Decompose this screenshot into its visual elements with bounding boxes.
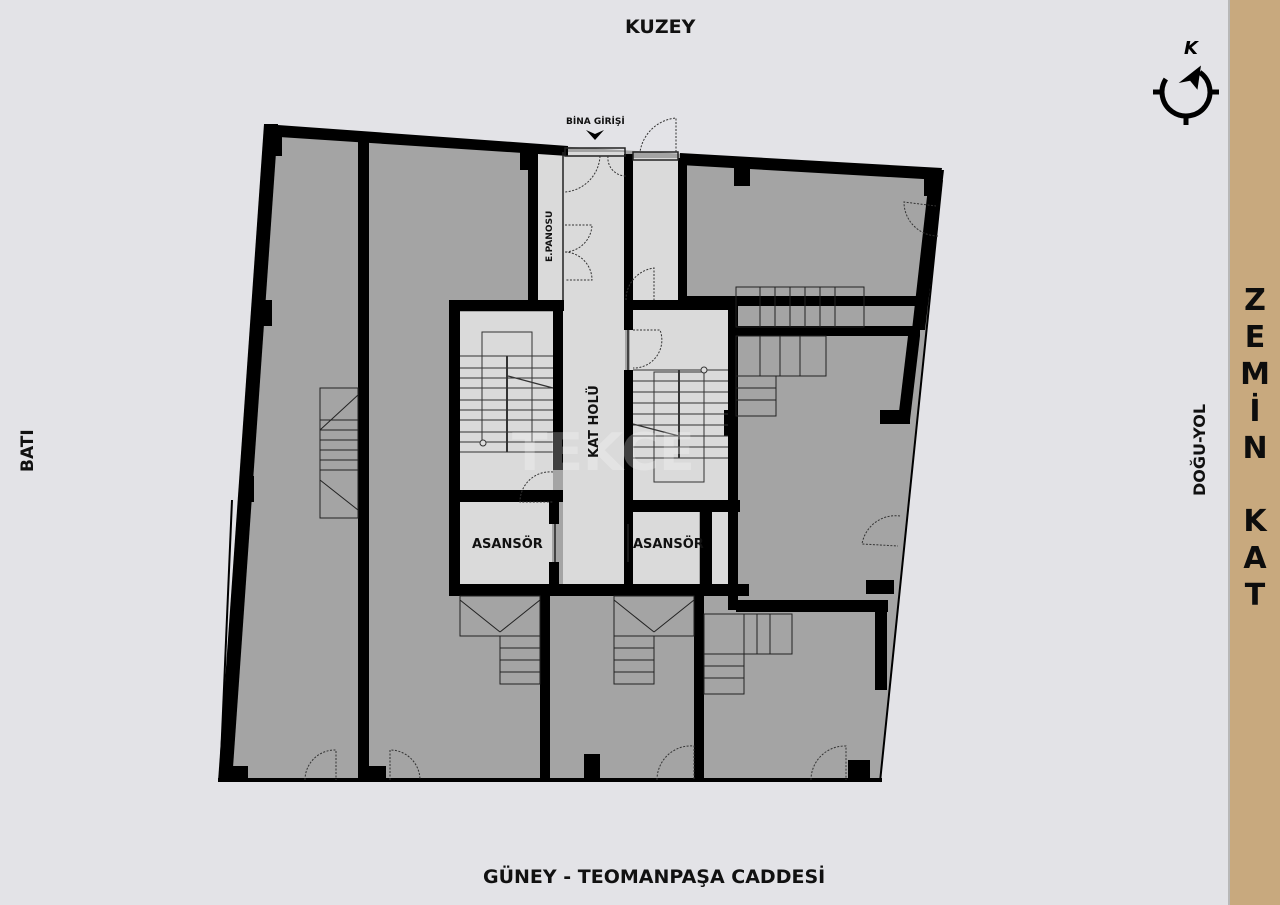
- elevator-left-label: ASANSÖR: [472, 536, 543, 552]
- entrance-label: BİNA GİRİŞİ: [566, 116, 625, 127]
- floor-title: Z E M İ N K A T: [1230, 282, 1280, 614]
- elevator-right-label: ASANSÖR: [633, 536, 704, 552]
- floor-title-sidebar: Z E M İ N K A T: [1228, 0, 1280, 905]
- compass-north-icon: [1153, 65, 1219, 125]
- floor-title-letter: N: [1242, 431, 1268, 466]
- floor-plan: TEKCE K BİNA GİRİŞİ E.PANOSU KAT HOLÜ AS…: [218, 38, 1219, 783]
- floor-title-letter: T: [1244, 578, 1266, 613]
- thin-lines: [554, 147, 679, 562]
- south-label: GÜNEY - TEOMANPAŞA CADDESİ: [483, 866, 826, 888]
- floor-title-letter: Z: [1244, 283, 1266, 318]
- hall-label: KAT HOLÜ: [586, 385, 602, 458]
- core-area: [458, 152, 730, 584]
- entrance-arrow-icon: [586, 130, 604, 140]
- east-label: DOĞU-YOL: [1190, 403, 1209, 496]
- floor-title-letter: A: [1243, 541, 1267, 576]
- doors: [304, 117, 939, 781]
- stair-core-left: [460, 331, 554, 453]
- electrical-panel-label: E.PANOSU: [545, 211, 555, 262]
- floor-title-letter: M: [1240, 357, 1270, 392]
- west-label: BATI: [18, 429, 38, 472]
- stair-core-right: [632, 366, 728, 483]
- compass-letter: K: [1184, 38, 1200, 59]
- floor-title-letter: İ: [1249, 394, 1261, 429]
- floor-plan-canvas: TEKCE K BİNA GİRİŞİ E.PANOSU KAT HOLÜ AS…: [18, 16, 1219, 888]
- watermark: TEKCE: [512, 423, 695, 483]
- north-label: KUZEY: [625, 16, 696, 38]
- shop-stairs: [319, 286, 865, 695]
- floor-title-letter: K: [1243, 504, 1267, 539]
- floor-title-letter: E: [1244, 320, 1266, 355]
- interior-walls: [222, 136, 940, 782]
